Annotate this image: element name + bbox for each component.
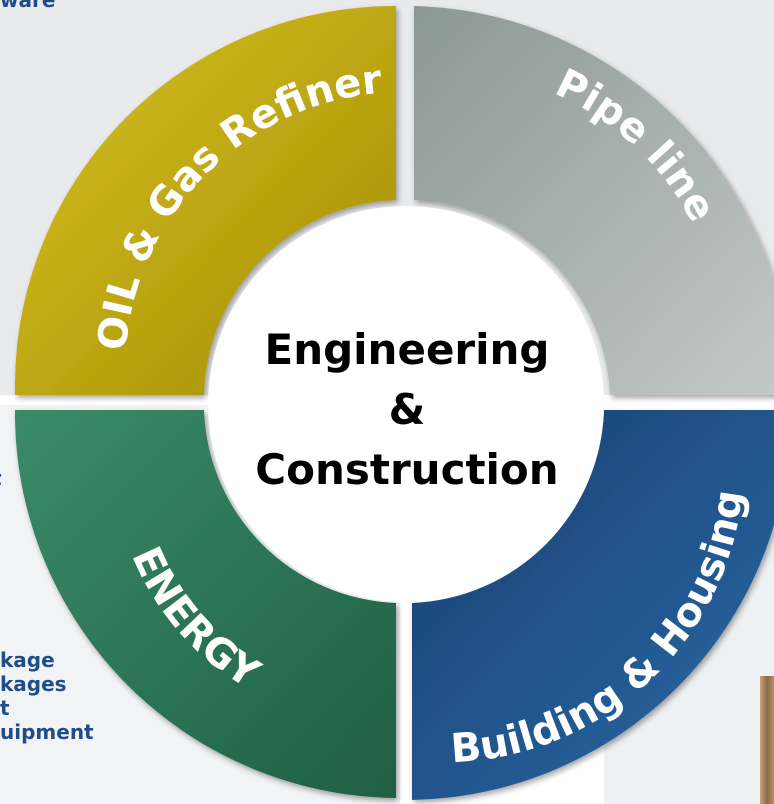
side-text-bottom: kage kages t uipment — [0, 648, 94, 744]
side-text-line: t — [0, 696, 10, 720]
segment-oil-gas — [15, 5, 396, 396]
center-title: Engineering & Construction — [212, 320, 602, 500]
side-text-middle: t — [0, 466, 2, 490]
segment-energy — [15, 410, 396, 804]
center-title-line-2: & — [388, 385, 426, 434]
side-text-line: uipment — [0, 720, 94, 744]
center-title-line-1: Engineering — [264, 325, 550, 374]
photo-thumbnail — [760, 676, 774, 804]
center-circle — [208, 206, 604, 602]
side-text-line: kage — [0, 648, 55, 672]
side-text-line: kages — [0, 672, 67, 696]
side-text-top: ware — [0, 0, 56, 12]
center-title-line-3: Construction — [255, 445, 559, 494]
segment-pipeline — [414, 6, 774, 395]
segment-building — [412, 410, 774, 800]
